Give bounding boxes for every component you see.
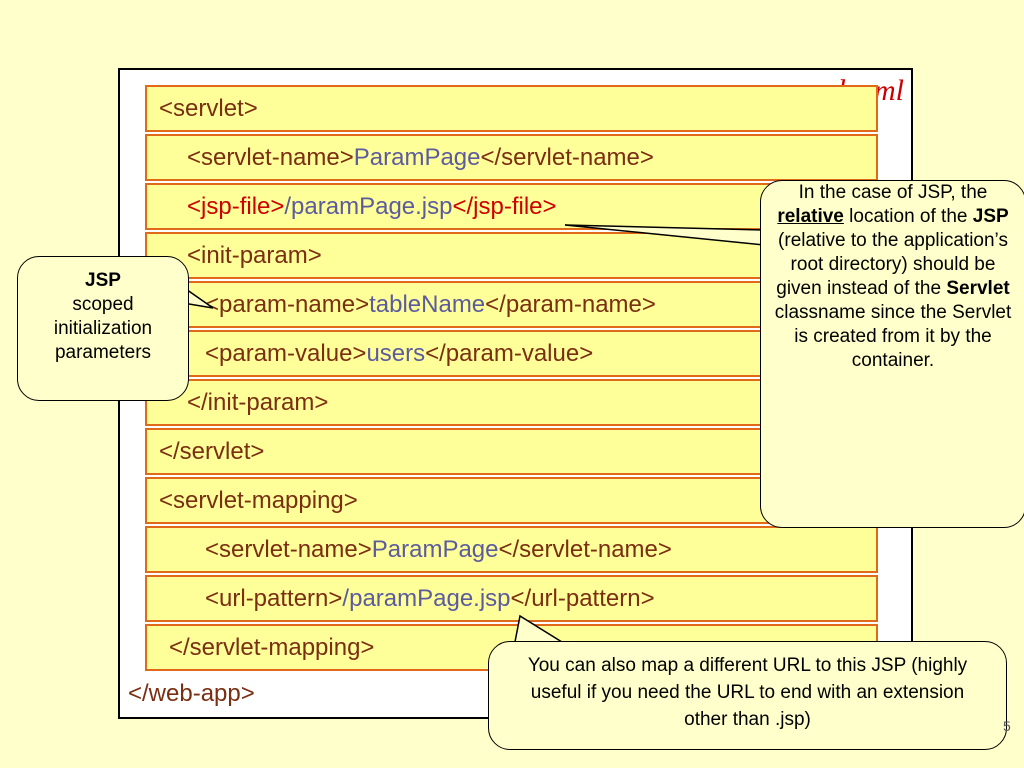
callout-relative-text: (relative to the application’s root dire… (776, 230, 1008, 299)
xml-value: users (366, 340, 426, 367)
xml-value: ParamPage (353, 144, 481, 171)
xml-tag: <init-param> (187, 242, 322, 269)
callout-jsp-line-1: scoped (72, 294, 134, 315)
callout-jsp-line-2: initialization (53, 318, 153, 339)
xml-row: </servlet> (145, 428, 878, 475)
xml-tag: </init-param> (187, 389, 329, 416)
webapp-close-tag: </web-app> (128, 680, 255, 707)
callout-relative-text: JSP (972, 206, 1009, 227)
xml-value: ParamPage (371, 536, 499, 563)
xml-row: <servlet-mapping> (145, 477, 878, 524)
xml-value: /paramPage.jsp (284, 193, 453, 220)
xml-tag: </param-name> (485, 291, 656, 318)
callout-relative-text: location of the (843, 206, 973, 227)
callout-relative-text: In the case of JSP, the (798, 182, 988, 203)
xml-tag: <servlet> (159, 95, 258, 122)
xml-tag: </servlet-name> (498, 536, 672, 563)
xml-row: </init-param> (145, 379, 878, 426)
xml-row: <servlet> (145, 85, 878, 132)
xml-row: <servlet-name>ParamPage</servlet-name> (145, 526, 878, 573)
xml-tag: <servlet-name> (205, 536, 372, 563)
xml-row: <param-value>users</param-value> (145, 330, 878, 377)
xml-tag: </servlet-mapping> (169, 634, 375, 661)
xml-tag: </jsp-file> (452, 193, 557, 220)
callout-relative-location: In the case of JSP, the relative locatio… (760, 180, 1024, 528)
callout-url-mapping: You can also map a different URL to this… (488, 641, 1007, 750)
xml-tag: <param-value> (205, 340, 367, 367)
xml-tag: <jsp-file> (187, 193, 285, 220)
xml-tag: </servlet-name> (480, 144, 654, 171)
xml-tag: </param-value> (425, 340, 594, 367)
xml-tag: <servlet-mapping> (159, 487, 358, 514)
callout-relative-text: Servlet (946, 278, 1010, 299)
callout-jsp-line-3: parameters (54, 342, 152, 363)
xml-value: tableName (369, 291, 486, 318)
xml-tag: </url-pattern> (510, 585, 655, 612)
callout-relative-text: classname since the Servlet is created f… (774, 302, 1012, 371)
callout-jsp-title: JSP (85, 270, 121, 291)
xml-tag: </servlet> (159, 438, 265, 465)
callout-relative-text: relative (777, 206, 844, 227)
callout-jsp-params: JSP scoped initialization parameters (17, 256, 189, 401)
page-number: 5 (1003, 718, 1011, 734)
xml-tag: <param-name> (205, 291, 370, 318)
xml-value: /paramPage.jsp (342, 585, 511, 612)
xml-tag: <servlet-name> (187, 144, 354, 171)
xml-row: <url-pattern>/paramPage.jsp</url-pattern… (145, 575, 878, 622)
xml-row: <jsp-file>/paramPage.jsp</jsp-file> (145, 183, 878, 230)
xml-tag: <url-pattern> (205, 585, 343, 612)
xml-row: <param-name>tableName</param-name> (145, 281, 878, 328)
xml-row: <servlet-name>ParamPage</servlet-name> (145, 134, 878, 181)
